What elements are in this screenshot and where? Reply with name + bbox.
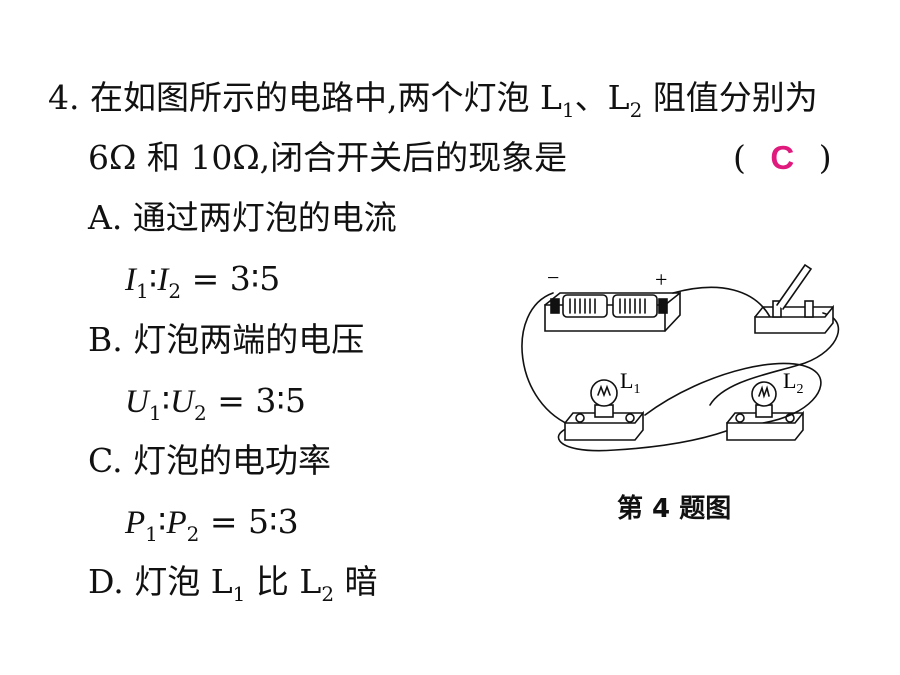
subscript-2: 2 <box>629 98 643 122</box>
option-d-text-a: D. 灯泡 L <box>88 562 233 601</box>
lamp1-label: L1 <box>620 368 640 397</box>
lamp2-base <box>726 410 804 441</box>
var-u2: U <box>170 384 195 420</box>
answer-choice: C <box>770 139 795 176</box>
var-p2-sub: 2 <box>186 522 200 546</box>
var-p1: P <box>125 505 146 541</box>
option-a-label: A. 通过两灯泡的电流 <box>88 198 397 238</box>
question-text-part1: 在如图所示的电路中,两个灯泡 L <box>90 78 562 117</box>
colon: ∶ <box>161 381 171 420</box>
question-text-part2: 阻值分别为 <box>642 78 818 117</box>
circuit-diagram: − + L1 L2 <box>521 263 840 452</box>
subscript-1: 1 <box>561 98 575 122</box>
option-a-formula: I1∶I2 = 3∶5 <box>125 259 280 303</box>
lamp2-label: L2 <box>783 368 803 397</box>
figure-caption: 第 4 题图 <box>617 494 732 524</box>
colon: ∶ <box>148 259 158 298</box>
battery-plus-label: + <box>655 267 667 292</box>
option-a-ratio: = 3∶5 <box>191 259 281 298</box>
var-i2: I <box>157 262 169 298</box>
switch-base <box>754 304 834 334</box>
paren-open: ( <box>733 138 746 177</box>
answer-bracket: ( C ) <box>733 138 832 178</box>
separator-l2: 、L <box>574 78 630 117</box>
wire-battery-to-switch <box>672 286 771 318</box>
var-p2: P <box>166 505 187 541</box>
option-c-label: C. 灯泡的电功率 <box>88 441 331 481</box>
wire-lamp1-to-lamp2 <box>644 362 822 424</box>
lamp1-base <box>564 410 644 441</box>
option-d-sub1: 1 <box>232 582 246 606</box>
option-b-text: B. 灯泡两端的电压 <box>88 320 365 359</box>
var-i1-sub: 1 <box>136 279 149 303</box>
var-u1: U <box>125 384 149 420</box>
var-i1: I <box>125 262 136 298</box>
question-line-1: 4. 在如图所示的电路中,两个灯泡 L1、L2 阻值分别为 <box>48 78 818 122</box>
colon: ∶ <box>157 502 167 541</box>
option-b-label: B. 灯泡两端的电压 <box>88 320 364 360</box>
option-c-text: C. 灯泡的电功率 <box>88 441 332 480</box>
option-b-ratio: = 3∶5 <box>217 381 306 420</box>
option-d-sub2: 2 <box>321 582 335 606</box>
battery-minus-label: − <box>547 265 559 290</box>
option-c-formula: P1∶P2 = 5∶3 <box>125 502 299 546</box>
wire-battery-to-lamp1 <box>521 292 576 428</box>
var-u2-sub: 2 <box>194 401 207 425</box>
option-b-formula: U1∶U2 = 3∶5 <box>125 381 306 425</box>
switch-blade <box>776 263 813 310</box>
var-i2-sub: 2 <box>168 279 182 303</box>
var-u1-sub: 1 <box>148 401 162 425</box>
option-a-text: A. 通过两灯泡的电流 <box>88 198 397 237</box>
option-d-text-mid: 比 L <box>245 562 322 601</box>
question-line-2: 6Ω 和 10Ω,闭合开关后的现象是 <box>88 138 567 178</box>
option-d-label: D. 灯泡 L1 比 L2 暗 <box>88 562 378 606</box>
paren-close: ) <box>818 138 832 177</box>
option-d-text-end: 暗 <box>334 562 378 601</box>
question-text-line2: 6Ω 和 10Ω,闭合开关后的现象是 <box>88 138 568 177</box>
option-c-ratio: = 5∶3 <box>209 502 299 541</box>
var-p1-sub: 1 <box>145 522 158 546</box>
wire-switch-to-lamp2 <box>709 312 840 406</box>
wire-lamp1-loop <box>557 424 738 452</box>
question-number: 4. <box>48 78 80 117</box>
